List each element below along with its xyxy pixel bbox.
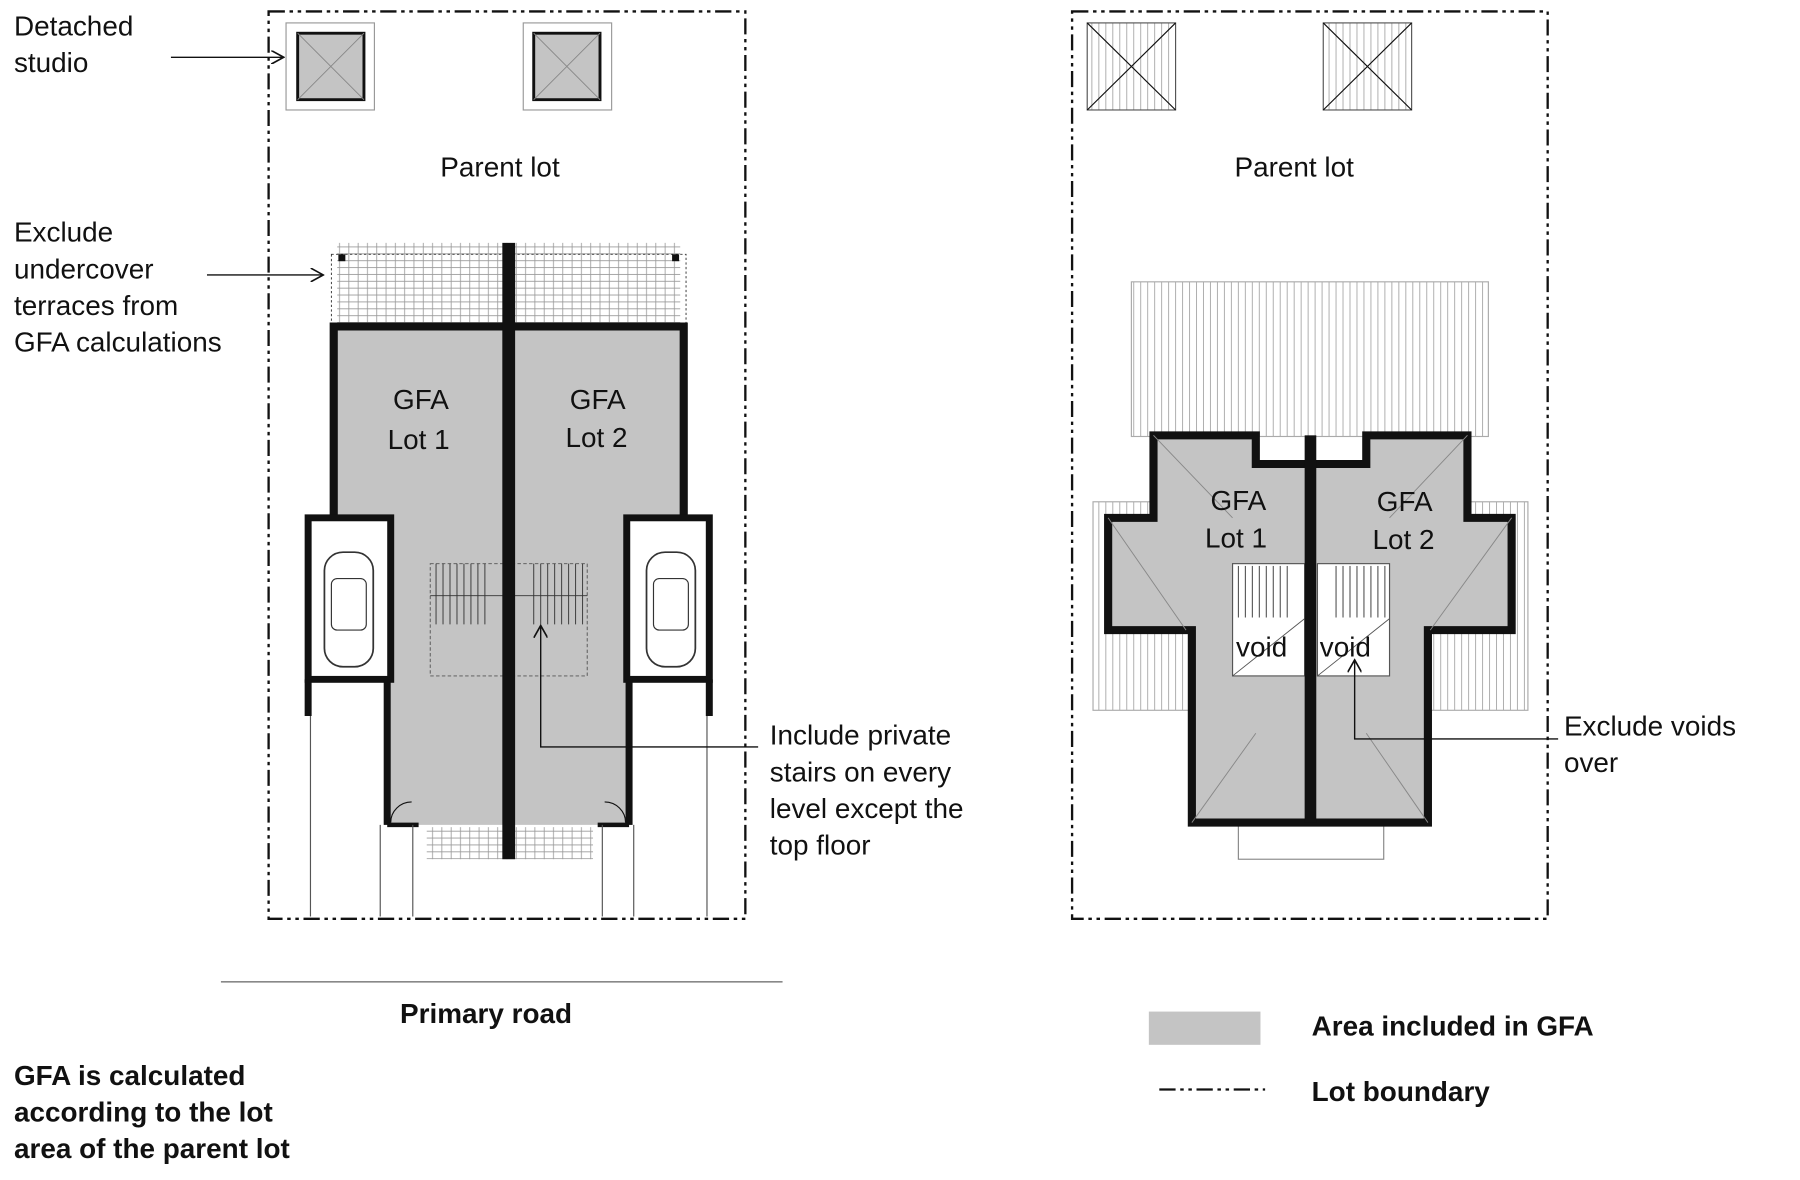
studio-roof-2 (1322, 22, 1413, 111)
void-label: void (1236, 632, 1287, 663)
party-wall-right (1304, 435, 1317, 823)
legend-gfa-label: Area included in GFA (1312, 1011, 1594, 1042)
note-text: according to the lot (14, 1097, 273, 1128)
stairs-label: stairs on every (770, 757, 952, 788)
void-label: void (1320, 632, 1371, 663)
lot-boundary-left (267, 10, 747, 920)
terrace-roof (1130, 281, 1489, 438)
car-icon (645, 551, 697, 668)
lot2-label: Lot 2 (565, 422, 627, 453)
party-wall-left (502, 242, 516, 860)
detached-studio-1 (285, 22, 375, 111)
detached-studio-2 (522, 22, 613, 111)
primary-road-label: Primary road (400, 998, 572, 1029)
lot1-label: GFA (1210, 485, 1266, 516)
lot-boundary-right (1070, 10, 1549, 920)
left-plan: Detached studio Parent lot Exclude under… (14, 10, 964, 1164)
terrace-label: GFA calculations (14, 327, 222, 358)
studio-roof-1 (1086, 22, 1177, 111)
right-plan: Parent lot GFA Lot 1 GFA Lot 2 void void… (1070, 10, 1736, 920)
stairs-label: level except the (770, 793, 964, 824)
car-icon (323, 551, 375, 668)
studio-label: studio (14, 47, 88, 78)
voids-label: Exclude voids (1564, 711, 1736, 742)
note-text: area of the parent lot (14, 1133, 290, 1164)
lot2-label: GFA (570, 384, 626, 415)
lot1-label: Lot 1 (388, 424, 450, 455)
stairs-arrow (541, 626, 759, 748)
terrace-label: terraces from (14, 290, 178, 321)
voids-arrow (1355, 660, 1559, 740)
lot1-label: Lot 1 (1205, 523, 1267, 554)
terrace-label: undercover (14, 254, 154, 285)
studio-label: Detached (14, 11, 133, 42)
lot2-label: GFA (1377, 486, 1433, 517)
stairs-label: top floor (770, 830, 871, 861)
legend-boundary-label: Lot boundary (1312, 1076, 1491, 1107)
parent-lot-label: Parent lot (1234, 152, 1354, 183)
legend: Area included in GFA Lot boundary (1148, 1011, 1594, 1107)
legend-gfa-swatch (1148, 1011, 1261, 1045)
lot1-label: GFA (393, 384, 449, 415)
note-text: GFA is calculated (14, 1060, 245, 1091)
lot2-label: Lot 2 (1372, 524, 1434, 555)
terrace-label: Exclude (14, 217, 113, 248)
parent-lot-label: Parent lot (440, 152, 560, 183)
stairs-label: Include private (770, 720, 951, 751)
voids-label: over (1564, 747, 1618, 778)
